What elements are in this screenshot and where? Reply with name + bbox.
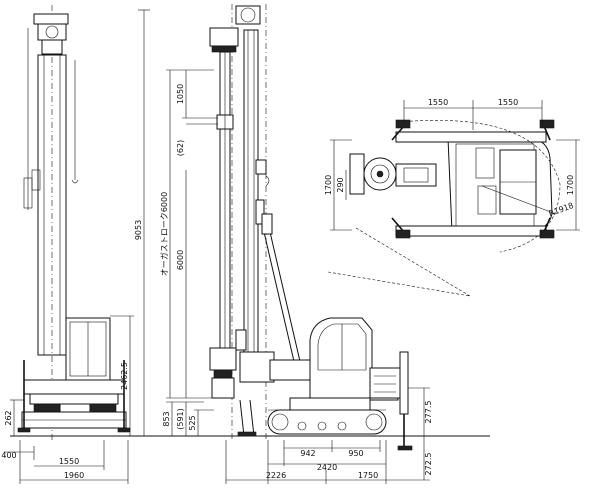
gap-label: (62) <box>176 140 185 156</box>
low-label: 525 <box>188 415 197 430</box>
track-inner-label: 942 <box>300 449 315 458</box>
plan-right-height-label: 1700 <box>566 175 575 195</box>
mid-label: 6000 <box>176 250 185 270</box>
front-elevation-dimensions: 9053 2462.5 262 400 1550 1960 <box>1 9 150 484</box>
base-height-label: 262 <box>4 410 13 425</box>
plan-left-height-label: 1700 <box>324 175 333 195</box>
track-length-label: 2420 <box>317 463 337 472</box>
rear-length-label: 1750 <box>358 471 378 480</box>
outrigger-height-label: 277.5 <box>424 401 433 424</box>
outrigger-below-label: 272.5 <box>424 453 433 476</box>
foot-offset-label: 400 <box>1 451 16 460</box>
plan-view <box>327 119 561 297</box>
ground-clearance-label: 853 <box>162 411 171 426</box>
plan-right-width-label: 1550 <box>498 98 518 107</box>
side-elevation-dimensions: オーガストローク6000 1050 (62) 6000 (591) 853 52… <box>159 69 433 484</box>
total-height-label: 9053 <box>134 220 143 240</box>
mast-length-label: オーガストローク6000 <box>159 192 169 276</box>
side-elevation-view <box>209 4 413 451</box>
front-length-label: 2226 <box>266 471 286 480</box>
plan-offset-label: 290 <box>336 177 345 192</box>
cab-height-label: 2462.5 <box>120 362 129 390</box>
track-outer-label: 950 <box>348 449 363 458</box>
stroke-top-label: 1050 <box>176 84 185 104</box>
front-elevation-view <box>17 5 131 440</box>
bottom-offset-label: (591) <box>176 408 185 430</box>
track-width-label: 1550 <box>59 457 79 466</box>
overall-width-label: 1960 <box>64 471 84 480</box>
plan-left-width-label: 1550 <box>428 98 448 107</box>
